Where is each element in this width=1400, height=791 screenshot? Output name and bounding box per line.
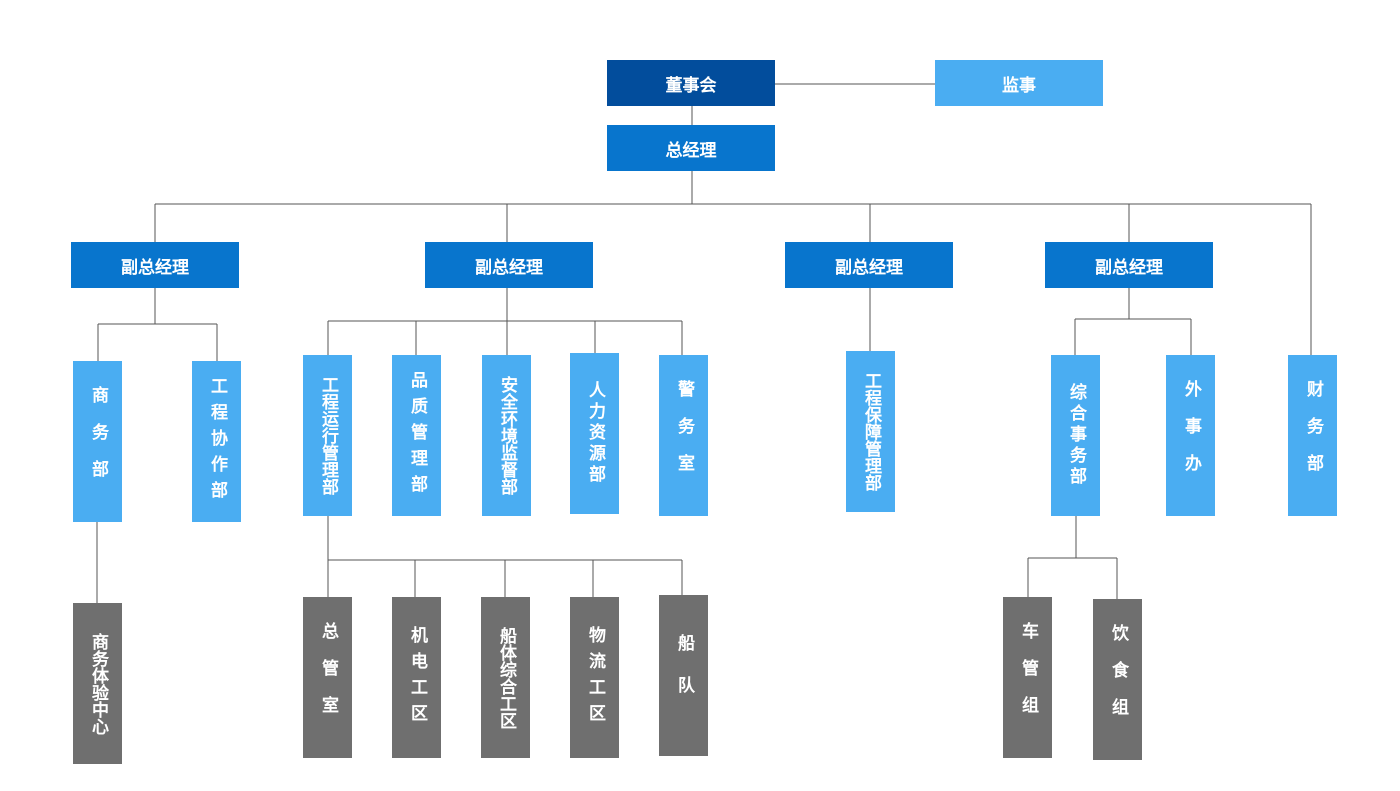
vice-president-box-4: 副总经理 — [1045, 242, 1213, 288]
unit-hull: 船体综合工区 — [481, 597, 530, 758]
general-manager-label: 总经理 — [665, 140, 717, 161]
unit-mech-elec: 机电工区 — [392, 597, 441, 758]
dept-label: 警务室 — [674, 380, 694, 491]
dept-equipment: 工程保障管理部 — [846, 351, 895, 512]
unit-logistics: 物流工区 — [570, 597, 619, 758]
unit-label: 机电工区 — [407, 625, 427, 730]
unit-label: 船队 — [674, 633, 694, 718]
dept-label: 人力资源部 — [585, 381, 605, 486]
vice-president-label: 副总经理 — [1095, 257, 1163, 278]
dept-label: 品质管理部 — [407, 370, 427, 501]
unit-label: 船体综合工区 — [496, 626, 516, 729]
vice-president-label: 副总经理 — [835, 257, 903, 278]
dept-quality: 品质管理部 — [392, 355, 441, 516]
vice-president-box-2: 副总经理 — [425, 242, 593, 288]
general-manager-box: 总经理 — [607, 125, 775, 171]
vice-president-box-3: 副总经理 — [785, 242, 953, 288]
unit-fleet: 船队 — [659, 595, 708, 756]
dept-label: 工程运行管理部 — [318, 376, 338, 495]
dept-engineering-ops: 工程运行管理部 — [303, 355, 352, 516]
vice-president-box-1: 副总经理 — [71, 242, 239, 288]
dept-label: 商务部 — [88, 386, 108, 497]
unit-label: 车管组 — [1018, 622, 1038, 733]
unit-label: 物流工区 — [585, 625, 605, 730]
vice-president-label: 副总经理 — [475, 257, 543, 278]
dept-engineering-coop: 工程协作部 — [192, 361, 241, 522]
unit-general-office: 总管室 — [303, 597, 352, 758]
dept-police: 警务室 — [659, 355, 708, 516]
dept-label: 外事办 — [1181, 380, 1201, 491]
dept-label: 安全环境监督部 — [497, 376, 517, 495]
unit-vehicle: 车管组 — [1003, 597, 1052, 758]
dept-label: 工程保障管理部 — [861, 372, 881, 491]
supervisor-label: 监事 — [1002, 75, 1036, 96]
dept-business: 商务部 — [73, 361, 122, 522]
dept-finance: 财务部 — [1288, 355, 1337, 516]
dept-label: 工程协作部 — [207, 376, 227, 507]
dept-external-affairs: 外事办 — [1166, 355, 1215, 516]
board-label: 董事会 — [665, 75, 717, 96]
dept-general-affairs: 综合事务部 — [1051, 355, 1100, 516]
unit-label: 饮食组 — [1108, 624, 1128, 735]
dept-hse: 安全环境监督部 — [482, 355, 531, 516]
board-box: 董事会 — [607, 60, 775, 106]
unit-label: 总管室 — [318, 622, 338, 733]
unit-label: 商务体验中心 — [88, 632, 108, 735]
dept-label: 财务部 — [1303, 380, 1323, 491]
unit-catering: 饮食组 — [1093, 599, 1142, 760]
supervisor-box: 监事 — [935, 60, 1103, 106]
dept-label: 综合事务部 — [1066, 383, 1086, 488]
unit-experience-center: 商务体验中心 — [73, 603, 122, 764]
dept-hr: 人力资源部 — [570, 353, 619, 514]
vice-president-label: 副总经理 — [121, 257, 189, 278]
